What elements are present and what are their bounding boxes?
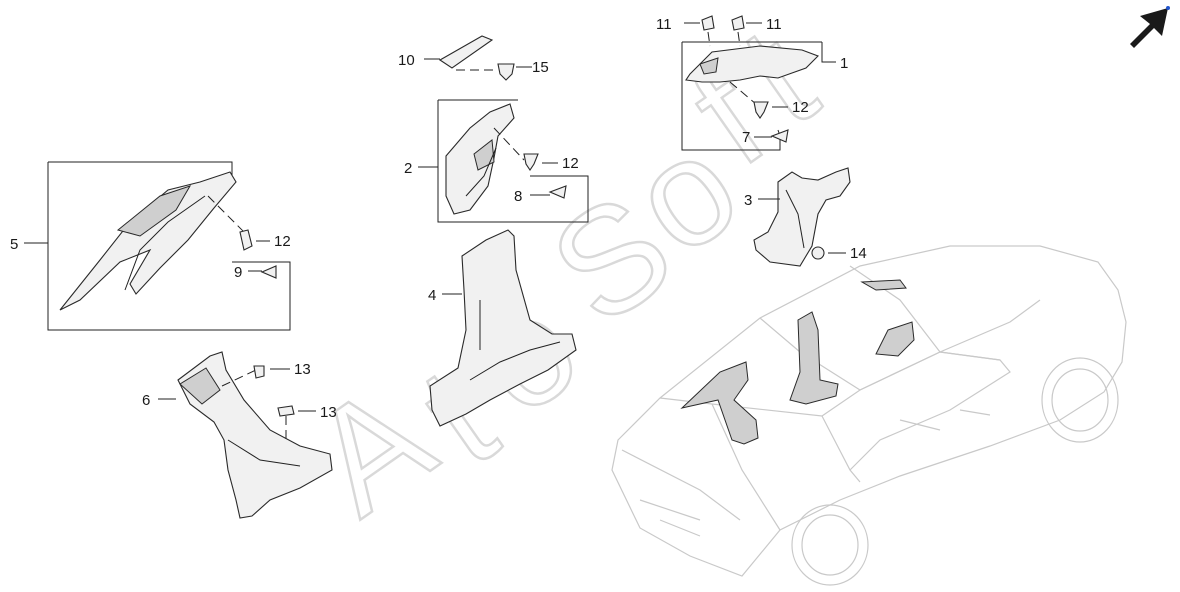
callout-13: 13	[320, 404, 337, 421]
part-group-2: 2 12 8	[404, 99, 589, 223]
callout-9: 9	[234, 264, 242, 281]
callout-2: 2	[404, 160, 412, 177]
clip-12-left	[239, 229, 253, 251]
part-group-10: 10 15	[398, 35, 549, 81]
clip-12-right	[753, 101, 769, 119]
callout-7: 7	[742, 129, 750, 146]
callout-14: 14	[850, 245, 867, 262]
clip-12-center	[523, 153, 539, 171]
callout-5: 5	[10, 236, 18, 253]
front-direction-arrow-icon	[1130, 6, 1170, 48]
clip-13-upper	[253, 365, 265, 379]
callout-4: 4	[428, 287, 436, 304]
callout-6: 6	[142, 392, 150, 409]
clip-15	[497, 63, 515, 81]
part-7-pad	[770, 129, 789, 143]
part-1-rear-pillar-trim	[685, 45, 819, 83]
clip-13-lower	[277, 405, 295, 417]
part-8-pad	[548, 185, 567, 199]
callout-1: 1	[840, 55, 848, 72]
vehicle-outline	[611, 245, 1127, 586]
part-4-center-pillar-trim	[429, 229, 577, 427]
part-6-pillar-trim-lower	[177, 351, 333, 519]
callout-8: 8	[514, 188, 522, 205]
callout-12: 12	[562, 155, 579, 172]
callout-13: 13	[294, 361, 311, 378]
watermark: A t o S o f t	[281, 0, 844, 547]
callout-10: 10	[398, 52, 415, 69]
part-5-quarter-trim	[59, 171, 237, 311]
callout-11: 11	[766, 16, 782, 33]
callout-11: 11	[656, 16, 672, 33]
clip-11-right	[731, 15, 745, 31]
part-group-1: 1 11 11 12 7	[656, 15, 848, 151]
part-group-5: 12 9 5	[10, 161, 291, 331]
callout-15: 15	[532, 59, 549, 76]
part-group-6: 6 13 13	[142, 351, 337, 519]
callout-12: 12	[792, 99, 809, 116]
nut-14	[811, 246, 825, 260]
part-group-3: 3 14	[744, 167, 867, 267]
callout-12: 12	[274, 233, 291, 250]
clip-11-left	[701, 15, 715, 31]
part-9-pad	[260, 265, 277, 279]
part-3-rear-side-trim	[753, 167, 851, 267]
callout-3: 3	[744, 192, 752, 209]
part-10-trim-strip	[438, 35, 494, 69]
part-group-4: 4	[428, 229, 577, 427]
